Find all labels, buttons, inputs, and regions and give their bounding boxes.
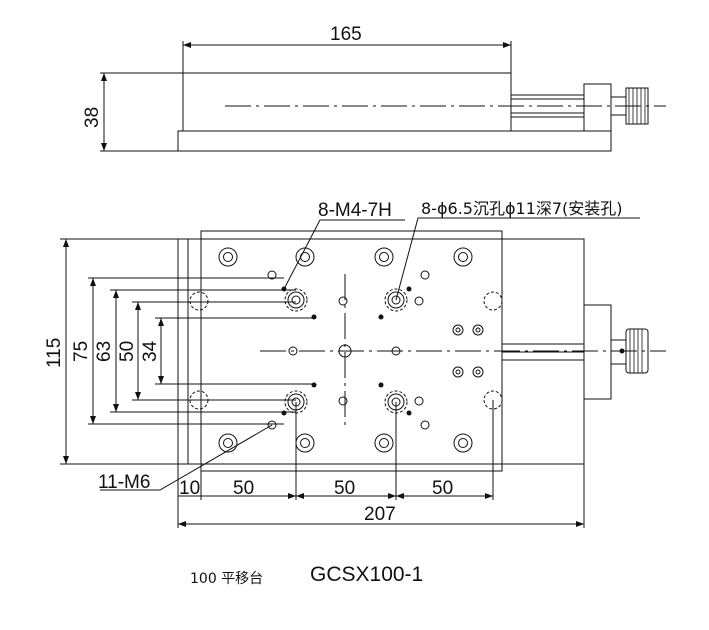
label-50-a: 50	[233, 478, 254, 499]
side-view-upper-plate	[182, 72, 512, 132]
label-50: 50	[117, 341, 138, 362]
callout-m6: 11-M6	[98, 472, 150, 493]
caption-model-name: 100 平移台	[190, 571, 264, 587]
callout-counterbore: 8-ϕ6.5沉孔ϕ11深7(安装孔)	[421, 199, 623, 218]
side-view	[100, 41, 666, 152]
plan-view-motor-mount	[583, 304, 612, 400]
label-50-b: 50	[334, 478, 355, 499]
leader-counterbore	[395, 217, 640, 301]
plan-view	[60, 217, 666, 528]
side-view-base	[177, 130, 612, 152]
label-38: 38	[82, 107, 103, 128]
callout-m4: 8-M4-7H	[318, 200, 392, 221]
caption-model-code: GCSX100-1	[310, 563, 424, 586]
m4-tapped-holes	[267, 270, 430, 430]
label-75: 75	[71, 341, 92, 362]
label-10: 10	[179, 478, 200, 499]
leader-m6	[100, 424, 273, 491]
side-view-motor-block	[583, 83, 612, 132]
label-63: 63	[94, 341, 115, 362]
hidden-base-holes	[189, 288, 503, 414]
label-165: 165	[330, 24, 362, 45]
label-207: 207	[364, 504, 396, 525]
label-115: 115	[44, 338, 65, 368]
label-50-c: 50	[432, 478, 453, 499]
leader-m4	[283, 219, 405, 290]
counterbore-holes	[218, 247, 473, 453]
label-34: 34	[140, 340, 161, 362]
